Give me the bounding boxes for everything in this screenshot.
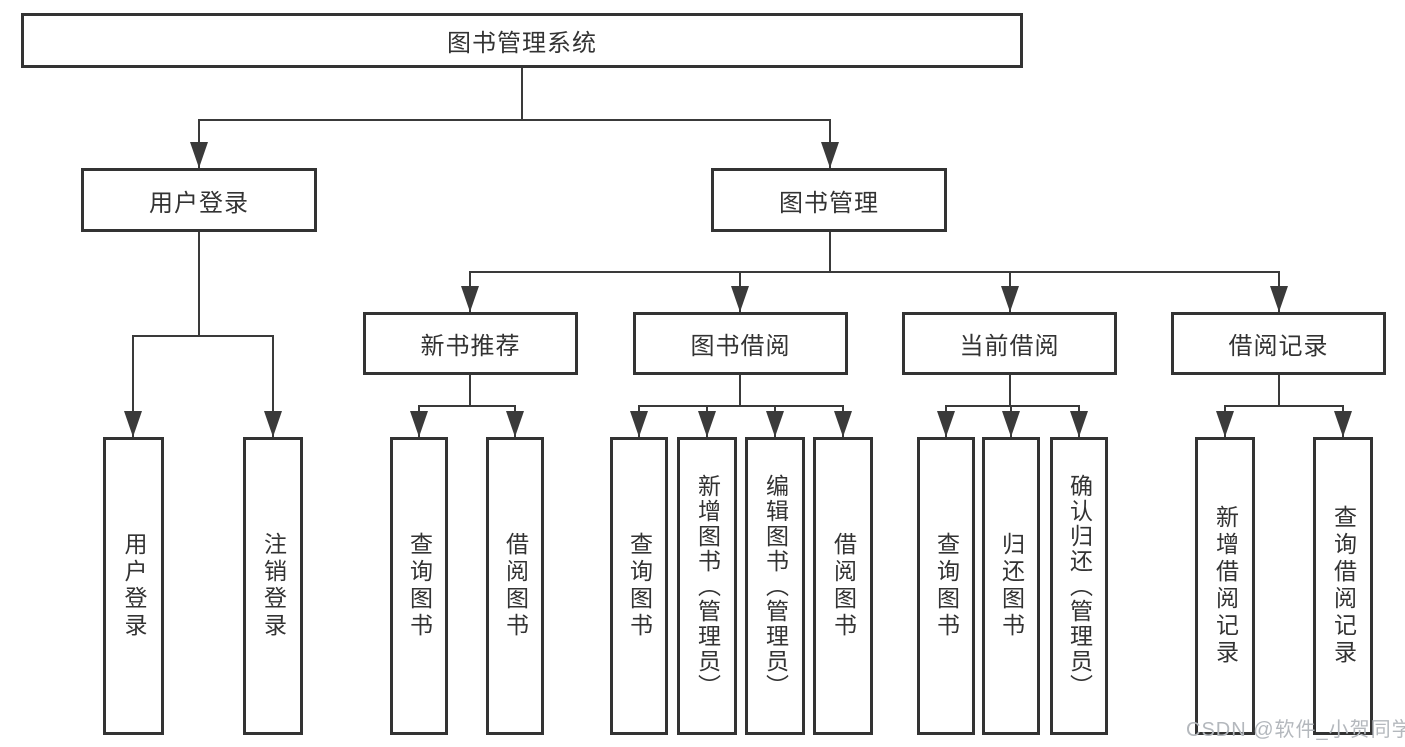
leaf-bb-add-book-admin-label: 新增图书（管理员） bbox=[694, 473, 721, 699]
connector-user-login-branch bbox=[132, 335, 274, 337]
connector-leaf-branch bbox=[638, 405, 844, 407]
leaf-br-query-record-label: 查询借阅记录 bbox=[1330, 505, 1357, 667]
leaf-cb-confirm-return-admin-label: 确认归还（管理员） bbox=[1066, 473, 1093, 699]
arrowhead-down-icon bbox=[124, 411, 142, 437]
arrowhead-down-icon bbox=[264, 411, 282, 437]
leaf-bb-edit-book-admin: 编辑图书（管理员） bbox=[745, 437, 805, 735]
leaf-bb-borrow-books: 借阅图书 bbox=[813, 437, 873, 735]
arrowhead-down-icon bbox=[731, 286, 749, 312]
connector-leaf-branch bbox=[1224, 405, 1344, 407]
leaf-cb-return-books: 归还图书 bbox=[982, 437, 1040, 735]
arrowhead-down-icon bbox=[190, 142, 208, 168]
node-borrowing-records-label: 借阅记录 bbox=[1228, 333, 1329, 360]
leaf-nbr-borrow-books-label: 借阅图书 bbox=[502, 532, 529, 640]
arrowhead-down-icon bbox=[1002, 411, 1020, 437]
connector-level2-branch bbox=[198, 119, 831, 121]
connector-module-stem bbox=[1278, 375, 1280, 406]
node-current-borrowing: 当前借阅 bbox=[902, 312, 1117, 375]
connector-root-stem bbox=[521, 68, 523, 120]
leaf-nbr-query-books-label: 查询图书 bbox=[406, 532, 433, 640]
arrowhead-down-icon bbox=[1334, 411, 1352, 437]
arrowhead-down-icon bbox=[821, 142, 839, 168]
arrowhead-down-icon bbox=[1001, 286, 1019, 312]
arrowhead-down-icon bbox=[1216, 411, 1234, 437]
connector-module-stem bbox=[739, 375, 741, 406]
connector-user-login-stem bbox=[198, 232, 200, 336]
leaf-br-add-record: 新增借阅记录 bbox=[1195, 437, 1255, 735]
leaf-bb-query-books-label: 查询图书 bbox=[626, 532, 653, 640]
leaf-logout-label: 注销登录 bbox=[260, 532, 287, 640]
connector-drop-leaf bbox=[132, 335, 134, 437]
leaf-logout: 注销登录 bbox=[243, 437, 303, 735]
arrowhead-down-icon bbox=[506, 411, 524, 437]
connector-module-stem bbox=[1009, 375, 1011, 406]
leaf-cb-query-books: 查询图书 bbox=[917, 437, 975, 735]
connector-drop-leaf bbox=[272, 335, 274, 437]
leaf-bb-borrow-books-label: 借阅图书 bbox=[830, 532, 857, 640]
leaf-cb-confirm-return-admin: 确认归还（管理员） bbox=[1050, 437, 1108, 735]
arrowhead-down-icon bbox=[766, 411, 784, 437]
arrowhead-down-icon bbox=[937, 411, 955, 437]
node-user-login: 用户登录 bbox=[81, 168, 317, 232]
arrowhead-down-icon bbox=[834, 411, 852, 437]
node-book-management-label: 图书管理 bbox=[779, 189, 879, 217]
leaf-bb-query-books: 查询图书 bbox=[610, 437, 668, 735]
leaf-bb-add-book-admin: 新增图书（管理员） bbox=[677, 437, 737, 735]
node-root: 图书管理系统 bbox=[21, 13, 1023, 68]
leaf-br-query-record: 查询借阅记录 bbox=[1313, 437, 1373, 735]
arrowhead-down-icon bbox=[410, 411, 428, 437]
leaf-user-login: 用户登录 bbox=[103, 437, 164, 735]
connector-leaf-branch bbox=[945, 405, 1080, 407]
node-new-book-recommend-label: 新书推荐 bbox=[420, 333, 521, 360]
node-current-borrowing-label: 当前借阅 bbox=[959, 333, 1060, 360]
leaf-cb-query-books-label: 查询图书 bbox=[933, 532, 960, 640]
node-user-login-label: 用户登录 bbox=[149, 189, 249, 217]
connector-book-management-stem bbox=[829, 232, 831, 273]
leaf-br-add-record-label: 新增借阅记录 bbox=[1212, 505, 1239, 667]
leaf-nbr-query-books: 查询图书 bbox=[390, 437, 448, 735]
node-new-book-recommend: 新书推荐 bbox=[363, 312, 578, 375]
leaf-nbr-borrow-books: 借阅图书 bbox=[486, 437, 544, 735]
connector-module-stem bbox=[469, 375, 471, 406]
node-root-label: 图书管理系统 bbox=[447, 30, 597, 57]
arrowhead-down-icon bbox=[461, 286, 479, 312]
leaf-cb-return-books-label: 归还图书 bbox=[998, 532, 1025, 640]
csdn-watermark: CSDN @软件_小贺同学 bbox=[1186, 719, 1405, 741]
node-book-borrowing: 图书借阅 bbox=[633, 312, 848, 375]
arrowhead-down-icon bbox=[698, 411, 716, 437]
arrowhead-down-icon bbox=[1270, 286, 1288, 312]
connector-leaf-branch bbox=[418, 405, 516, 407]
node-book-borrowing-label: 图书借阅 bbox=[690, 333, 791, 360]
connector-level3-branch bbox=[469, 271, 1280, 273]
arrowhead-down-icon bbox=[1070, 411, 1088, 437]
arrowhead-down-icon bbox=[630, 411, 648, 437]
leaf-bb-edit-book-admin-label: 编辑图书（管理员） bbox=[762, 473, 789, 699]
node-book-management: 图书管理 bbox=[711, 168, 947, 232]
node-borrowing-records: 借阅记录 bbox=[1171, 312, 1386, 375]
leaf-user-login-label: 用户登录 bbox=[121, 532, 147, 640]
